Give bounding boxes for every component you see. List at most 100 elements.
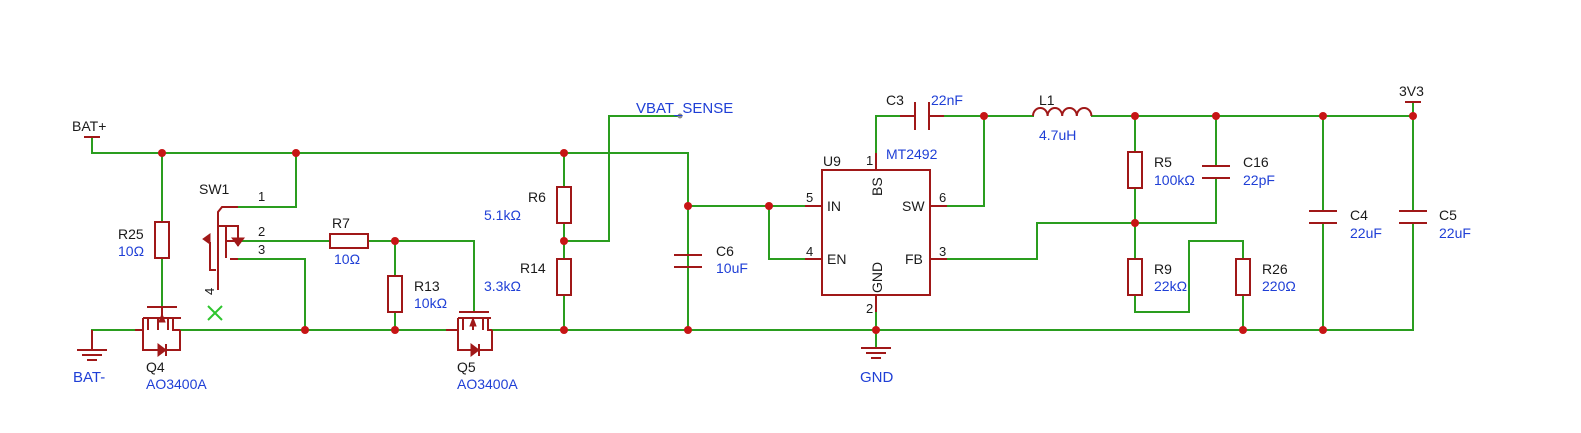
sw1-switch: SW1 1 2 3 4 [199, 181, 265, 321]
r13-resistor: R13 10kΩ [387, 275, 447, 313]
sw1-ref: SW1 [199, 181, 230, 197]
c5-capacitor: C5 22uF [1399, 207, 1471, 241]
u9-pin-en-num: 4 [806, 244, 813, 259]
c4-capacitor: C4 22uF [1309, 207, 1382, 241]
c16-capacitor: C16 22pF [1202, 154, 1275, 188]
vbat-sense-netlabel: VBAT_SENSE [636, 100, 733, 119]
r7-resistor: R7 10Ω [329, 215, 369, 267]
junction [872, 326, 880, 334]
sw1-pin-3: 3 [258, 242, 265, 257]
u9-pin-bs-name: BS [869, 177, 885, 196]
junction [1131, 219, 1139, 227]
r13-value: 10kΩ [414, 295, 447, 311]
u9-ref: U9 [823, 153, 841, 169]
u9-pin-bs-num: 1 [866, 153, 873, 168]
u9-pin-fb-name: FB [905, 251, 923, 267]
r6-ref: R6 [528, 189, 546, 205]
u9-pin-sw-num: 6 [939, 190, 946, 205]
q5-value: AO3400A [457, 376, 518, 392]
vbat-sense-label: VBAT_SENSE [636, 100, 733, 117]
junction [292, 149, 300, 157]
u9-pin-gnd-num: 2 [866, 301, 873, 316]
r5-ref: R5 [1154, 154, 1172, 170]
u9-pin-sw-name: SW [902, 198, 925, 214]
r5-value: 100kΩ [1154, 172, 1195, 188]
u9-ic: U9 MT2492 IN EN SW FB BS GND 5 4 6 3 1 2 [805, 146, 947, 316]
c3-capacitor: C3 22nF [886, 92, 963, 130]
c3-value: 22nF [931, 92, 963, 108]
junction [980, 112, 988, 120]
u9-pin-en-name: EN [827, 251, 846, 267]
r6-value: 5.1kΩ [484, 207, 521, 223]
r14-resistor: R14 3.3kΩ [484, 258, 572, 296]
junction [560, 237, 568, 245]
junction [684, 202, 692, 210]
junction [1319, 112, 1327, 120]
r9-resistor: R9 22kΩ [1127, 258, 1187, 296]
r25-resistor: R25 10Ω [118, 221, 170, 259]
junction [301, 326, 309, 334]
r25-value: 10Ω [118, 243, 144, 259]
junction [1239, 326, 1247, 334]
r7-value: 10Ω [334, 251, 360, 267]
c4-value: 22uF [1350, 225, 1382, 241]
q4-value: AO3400A [146, 376, 207, 392]
r26-resistor: R26 220Ω [1235, 258, 1296, 296]
c16-ref: C16 [1243, 154, 1269, 170]
c4-ref: C4 [1350, 207, 1368, 223]
c3-ref: C3 [886, 92, 904, 108]
no-connect-icon [207, 305, 223, 321]
u9-pin-in-name: IN [827, 198, 841, 214]
junction [684, 326, 692, 334]
u9-pin-gnd-name: GND [869, 262, 885, 293]
v3v3-port: 3V3 [1399, 83, 1424, 103]
u9-value: MT2492 [886, 146, 938, 162]
r9-value: 22kΩ [1154, 278, 1187, 294]
sw1-pin-4: 4 [202, 288, 217, 295]
r9-ref: R9 [1154, 261, 1172, 277]
bat-minus-label: BAT- [73, 369, 105, 386]
l1-value: 4.7uH [1039, 127, 1076, 143]
q4-ref: Q4 [146, 359, 165, 375]
junction [391, 326, 399, 334]
r14-value: 3.3kΩ [484, 278, 521, 294]
r13-ref: R13 [414, 278, 440, 294]
l1-inductor: L1 4.7uH [1032, 92, 1093, 143]
r26-value: 220Ω [1262, 278, 1296, 294]
bat-plus-label: BAT+ [72, 118, 106, 134]
c5-value: 22uF [1439, 225, 1471, 241]
u9-pin-fb-num: 3 [939, 244, 946, 259]
q5-mosfet: Q5 AO3400A [446, 311, 518, 392]
gnd-ground: GND [860, 347, 894, 386]
c6-ref: C6 [716, 243, 734, 259]
r5-resistor: R5 100kΩ [1127, 151, 1195, 189]
junction [765, 202, 773, 210]
sw1-pin-1: 1 [258, 189, 265, 204]
r25-ref: R25 [118, 226, 144, 242]
junction [560, 149, 568, 157]
l1-ref: L1 [1039, 92, 1055, 108]
c6-capacitor: C6 10uF [674, 243, 748, 276]
c5-ref: C5 [1439, 207, 1457, 223]
junction [560, 326, 568, 334]
junction [1319, 326, 1327, 334]
u9-pin-in-num: 5 [806, 190, 813, 205]
r7-ref: R7 [332, 215, 350, 231]
junction [158, 149, 166, 157]
v3v3-label: 3V3 [1399, 83, 1424, 99]
wires [91, 101, 1414, 349]
c6-value: 10uF [716, 260, 748, 276]
r26-ref: R26 [1262, 261, 1288, 277]
junction [1409, 112, 1417, 120]
r6-resistor: R6 5.1kΩ [484, 186, 572, 224]
junction [1131, 112, 1139, 120]
q5-ref: Q5 [457, 359, 476, 375]
r14-ref: R14 [520, 260, 546, 276]
q4-mosfet: Q4 AO3400A [135, 306, 207, 392]
bat-plus-port: BAT+ [72, 118, 106, 138]
bat-minus-ground: BAT- [73, 330, 107, 386]
junction [1212, 112, 1220, 120]
sw1-pin-2: 2 [258, 224, 265, 239]
junction [391, 237, 399, 245]
